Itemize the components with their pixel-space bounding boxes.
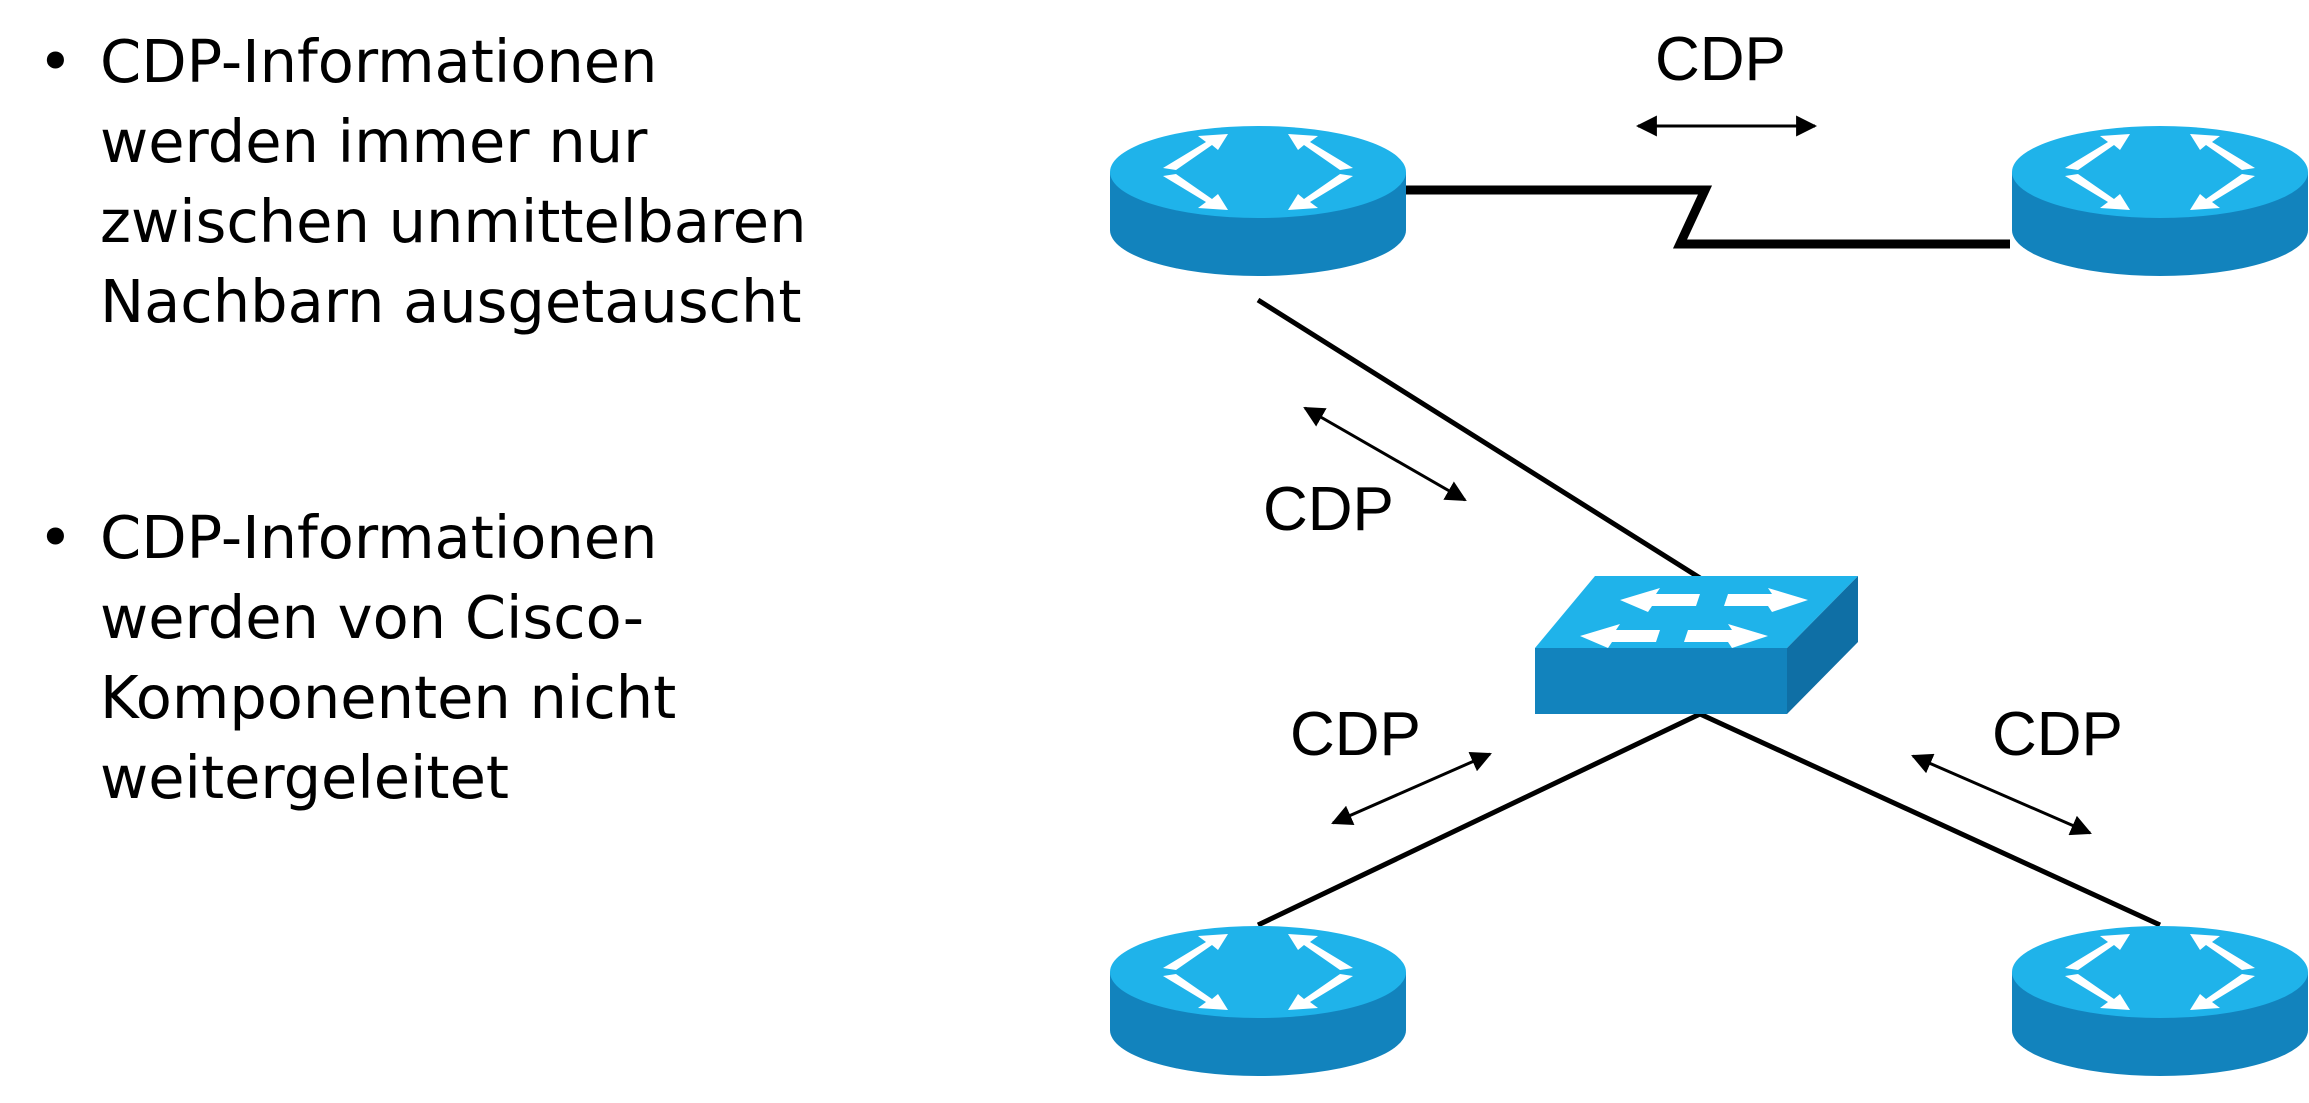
link-router-top-left-switch xyxy=(1256,297,1702,581)
cdp-label-bottom-left: CDP xyxy=(1290,700,1421,769)
bullet-list: CDP-Informationen werden immer nur zwisc… xyxy=(38,22,818,818)
router-top-left-icon xyxy=(1110,126,1406,276)
cdp-label-top: CDP xyxy=(1655,25,1786,94)
links xyxy=(1256,185,2162,928)
router-top-right-icon xyxy=(2012,126,2308,276)
cdp-arrow-bottom-right xyxy=(1911,753,2092,836)
cdp-arrow-bottom-left xyxy=(1331,751,1492,826)
link-serial-top xyxy=(1400,185,2010,249)
bullet-item-not-forwarded: CDP-Informationen werden von Cisco- Komp… xyxy=(38,498,818,818)
cdp-label-bottom-right: CDP xyxy=(1992,700,2123,769)
cdp-arrow-middle-left xyxy=(1303,406,1467,502)
cdp-label-middle-left: CDP xyxy=(1263,475,1394,544)
cdp-arrows xyxy=(1303,115,2092,836)
router-bottom-left-icon xyxy=(1110,926,1406,1076)
bullet-item-immediate-neighbors: CDP-Informationen werden immer nur zwisc… xyxy=(38,22,818,342)
router-bottom-right-icon xyxy=(2012,926,2308,1076)
switch-center-icon xyxy=(1535,576,1858,714)
